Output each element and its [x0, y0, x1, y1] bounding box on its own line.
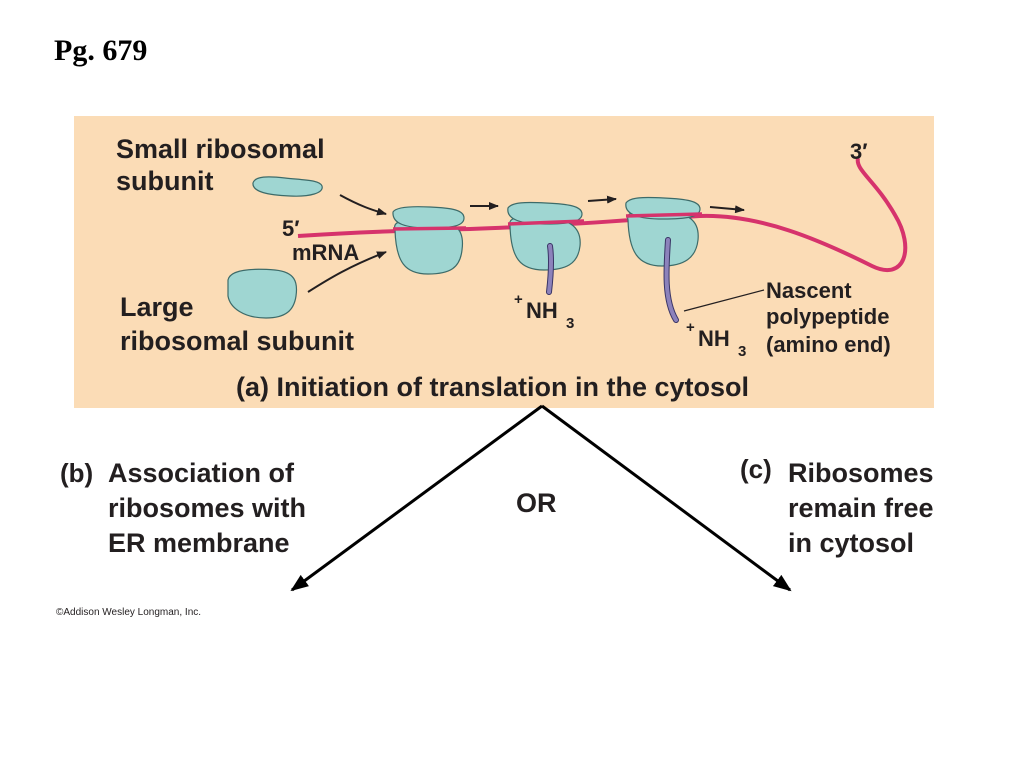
label-nh3-2: NH: [698, 326, 730, 351]
copyright-notice: ©Addison Wesley Longman, Inc.: [56, 607, 202, 618]
label-nascent-1: Nascent: [766, 278, 852, 303]
mrna-through-ribosomes: [392, 212, 703, 231]
free-small-subunit: [252, 176, 323, 197]
caption-a: (a) Initiation of translation in the cyt…: [236, 372, 749, 402]
branch-arrow-right: [541, 404, 792, 592]
ribosome-1: [392, 206, 465, 275]
polypeptide-long-fill: [664, 238, 678, 322]
ribosome-2: [507, 201, 583, 271]
caption-c-prefix: (c): [740, 454, 772, 484]
page-title: Pg. 679: [54, 34, 148, 67]
label-large-subunit-1: Large: [120, 292, 194, 322]
caption-b-line3: ER membrane: [108, 528, 290, 558]
caption-c-line1: Ribosomes: [788, 458, 934, 488]
label-nascent-3: (amino end): [766, 332, 891, 357]
arrow-small-to-ribosome: [339, 194, 387, 216]
polypeptide-short-fill: [547, 244, 554, 294]
arrow-large-to-ribosome: [307, 251, 387, 293]
caption-c-line3: in cytosol: [788, 528, 914, 558]
label-nh3-2-sub: 3: [738, 343, 746, 360]
label-nh3-2-plus: +: [686, 319, 695, 336]
label-small-subunit-2: subunit: [116, 166, 213, 196]
label-small-subunit-1: Small ribosomal: [116, 134, 325, 164]
label-nascent-2: polypeptide: [766, 304, 889, 329]
caption-b-prefix: (b): [60, 458, 93, 488]
caption-b-line2: ribosomes with: [108, 493, 306, 523]
label-large-subunit-2: ribosomal subunit: [120, 326, 354, 356]
caption-b-line1: Association of: [108, 458, 295, 488]
label-or: OR: [516, 488, 557, 518]
progress-arrow-2: [587, 195, 617, 204]
label-five-prime: 5′: [282, 216, 300, 241]
label-three-prime: 3′: [850, 139, 868, 164]
caption-c-line2: remain free: [788, 493, 934, 523]
free-large-subunit: [227, 268, 298, 319]
branch-arrow-left: [290, 404, 543, 592]
panel-background: [74, 116, 934, 408]
label-nh3-1-plus: +: [514, 291, 523, 308]
progress-arrow-3: [709, 205, 745, 214]
label-nh3-1-sub: 3: [566, 315, 574, 332]
nascent-leader-line: [683, 289, 765, 312]
label-nh3-1: NH: [526, 298, 558, 323]
ribosome-3: [625, 196, 701, 267]
label-mrna: mRNA: [292, 240, 359, 265]
